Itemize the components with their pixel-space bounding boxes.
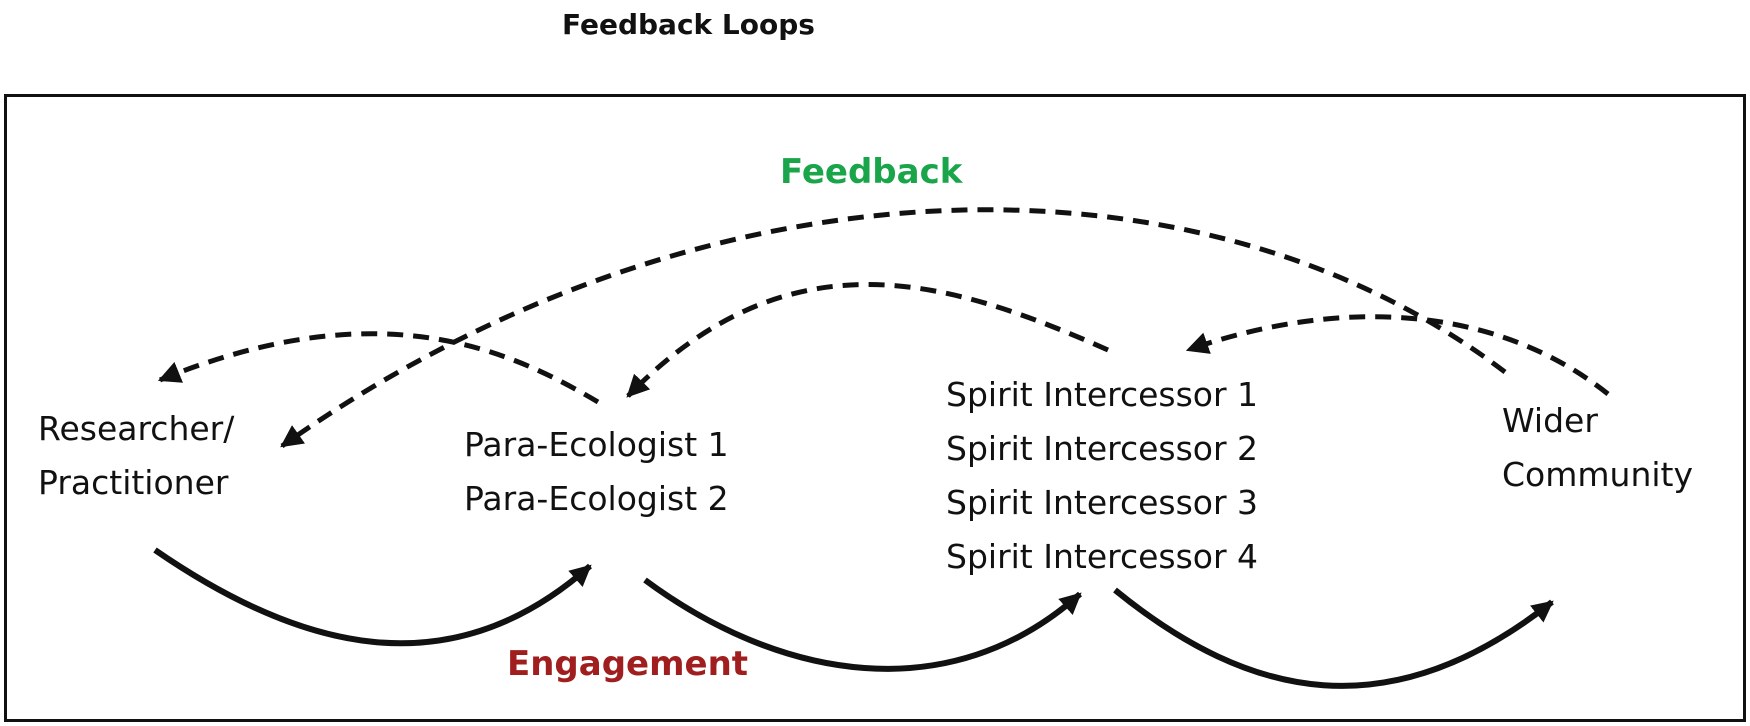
node-line: Spirit Intercessor 2: [946, 429, 1259, 468]
node-line: Researcher/: [38, 409, 235, 448]
node-para-ecologists: Para-Ecologist 1 Para-Ecologist 2: [464, 418, 729, 526]
feedback-arrow-spirit-to-para: [626, 282, 1110, 398]
feedback-arrow-community-to-spirit: [1185, 314, 1610, 396]
node-line: Spirit Intercessor 4: [946, 537, 1259, 576]
feedback-arrow-para-to-researcher: [157, 331, 600, 405]
node-wider-community: Wider Community: [1502, 394, 1693, 502]
node-spirit-intercessors: Spirit Intercessor 1 Spirit Intercessor …: [946, 368, 1258, 584]
engagement-arrow-researcher-to-para: [153, 547, 592, 647]
node-line: Para-Ecologist 1: [464, 425, 729, 464]
node-line: Wider: [1502, 401, 1598, 440]
node-line: Para-Ecologist 2: [464, 479, 729, 518]
node-line: Practitioner: [38, 463, 229, 502]
page-title: Feedback Loops: [562, 8, 815, 41]
feedback-arrow-community-to-researcher: [280, 207, 1507, 449]
engagement-arrow-spirit-to-community: [1113, 587, 1554, 689]
feedback-label: Feedback: [780, 152, 963, 192]
node-researcher-practitioner: Researcher/ Practitioner: [38, 402, 234, 510]
node-line: Spirit Intercessor 1: [946, 375, 1259, 414]
diagram-frame: [4, 94, 1746, 722]
node-line: Community: [1502, 455, 1693, 494]
engagement-arrow-para-to-spirit: [643, 577, 1082, 672]
engagement-label: Engagement: [507, 644, 749, 684]
node-line: Spirit Intercessor 3: [946, 483, 1259, 522]
